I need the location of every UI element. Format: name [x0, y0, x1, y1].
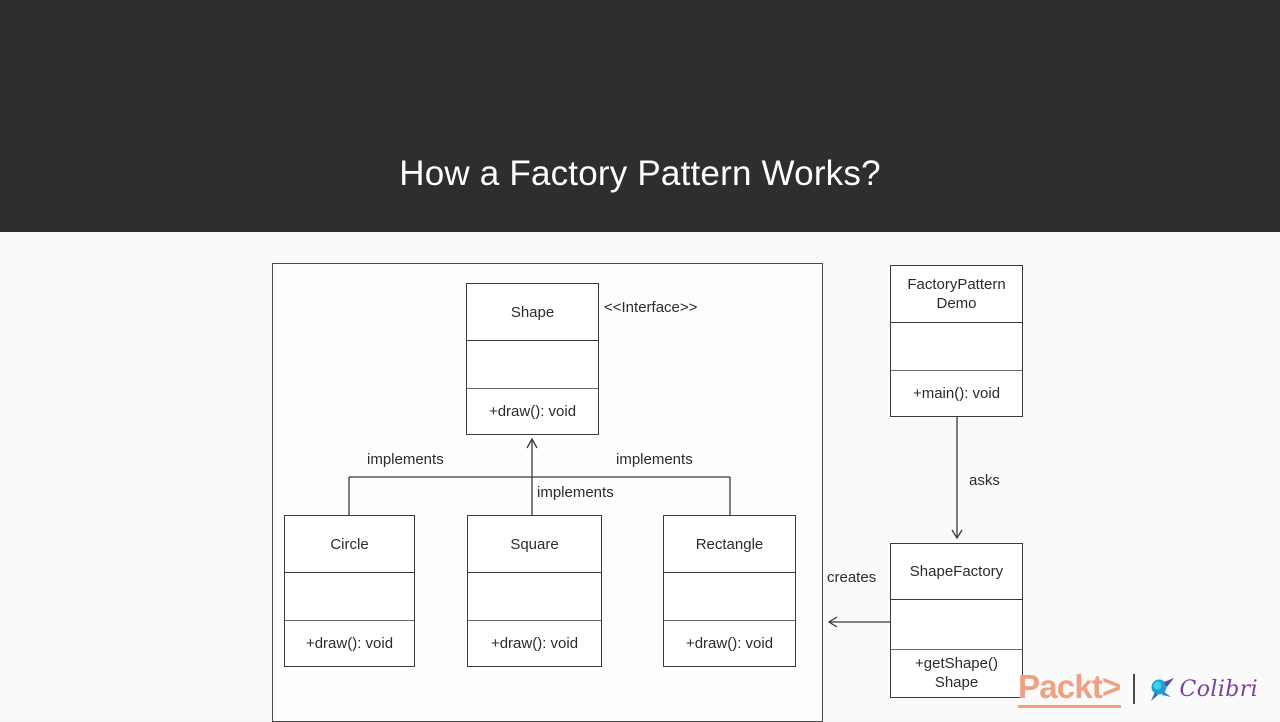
class-operations: +draw(): void	[488, 402, 577, 420]
class-operations: +draw(): void	[685, 634, 774, 652]
footer-logos: Packt> Colibri	[1018, 665, 1258, 713]
class-name: Rectangle	[664, 516, 795, 574]
class-name: ShapeFactory	[891, 544, 1022, 601]
edge-label-creates: creates	[827, 569, 877, 586]
page-title: How a Factory Pattern Works?	[399, 154, 881, 193]
class-name: Square	[468, 516, 601, 574]
uml-class-rectangle[interactable]: Rectangle +draw(): void	[663, 515, 796, 667]
edge-label-implements-square: implements	[537, 484, 614, 501]
uml-class-square[interactable]: Square +draw(): void	[467, 515, 602, 667]
class-attributes	[891, 600, 1022, 650]
edge-label-asks: asks	[969, 472, 1000, 489]
uml-class-shape[interactable]: Shape +draw(): void	[466, 283, 599, 435]
uml-class-shape-factory[interactable]: ShapeFactory +getShape() Shape	[890, 543, 1023, 698]
class-operations: +draw(): void	[305, 634, 394, 652]
class-operations: +getShape() Shape	[915, 655, 998, 692]
class-name: Circle	[285, 516, 414, 574]
class-attributes	[891, 323, 1022, 371]
uml-class-circle[interactable]: Circle +draw(): void	[284, 515, 415, 667]
class-operations: +draw(): void	[490, 634, 579, 652]
class-name: Shape	[467, 284, 598, 342]
title-banner: How a Factory Pattern Works?	[0, 0, 1280, 232]
class-attributes	[467, 341, 598, 389]
hummingbird-icon	[1147, 676, 1175, 702]
packt-logo: Packt>	[1018, 670, 1121, 708]
edge-label-implements-rectangle: implements	[616, 451, 693, 468]
diagram-canvas: Shape +draw(): void <<Interface>> Circle…	[0, 232, 1280, 722]
logo-divider	[1132, 674, 1135, 704]
class-attributes	[468, 573, 601, 621]
colibri-wordmark: Colibri	[1179, 676, 1259, 702]
colibri-logo: Colibri	[1147, 676, 1259, 702]
class-attributes	[285, 573, 414, 621]
class-operations: +main(): void	[912, 384, 1001, 402]
class-attributes	[664, 573, 795, 621]
stereotype-interface: <<Interface>>	[604, 299, 698, 316]
edge-label-implements-circle: implements	[367, 451, 444, 468]
uml-class-factory-pattern-demo[interactable]: FactoryPattern Demo +main(): void	[890, 265, 1023, 417]
class-name: FactoryPattern Demo	[891, 266, 1022, 324]
